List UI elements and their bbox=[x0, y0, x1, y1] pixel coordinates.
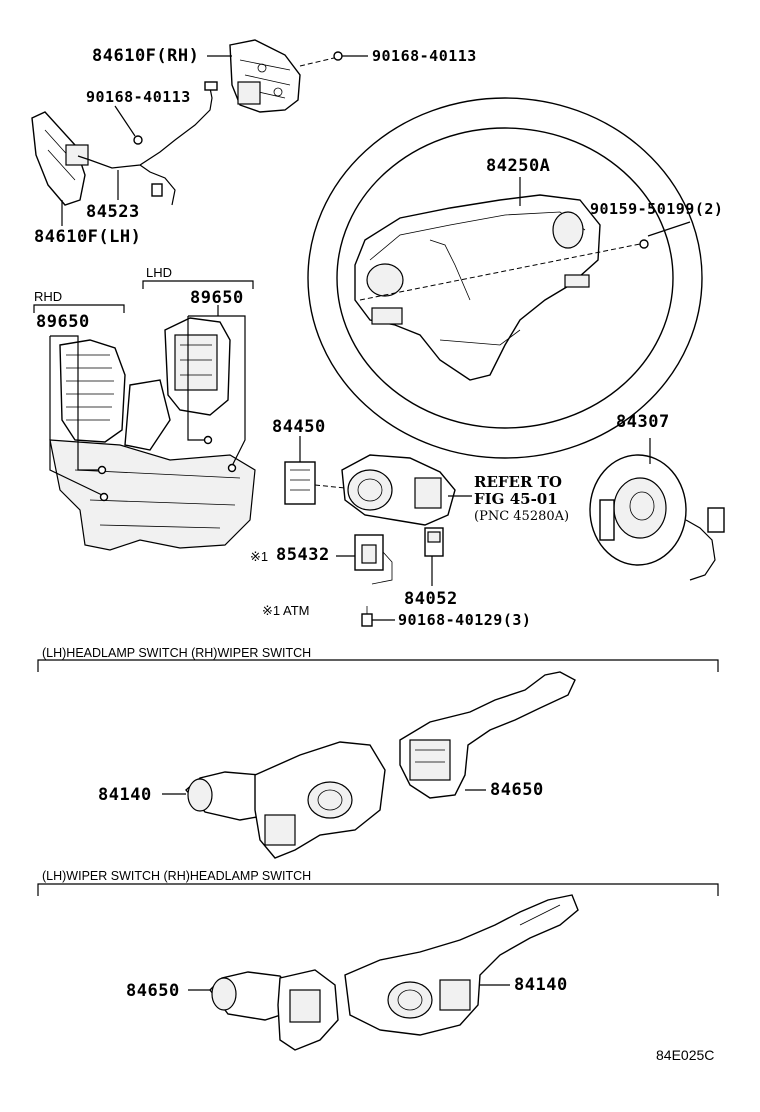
paddle-switch-rh-drawing bbox=[229, 39, 301, 113]
screw-icon bbox=[639, 239, 649, 249]
spiral-cable-drawing bbox=[589, 454, 725, 581]
part-number-84307: 84307 bbox=[616, 412, 670, 432]
refer-line-1: REFER TO bbox=[474, 473, 562, 491]
part-number-84610f-lh: 84610F(LH) bbox=[34, 227, 142, 247]
screw-icon bbox=[333, 51, 343, 61]
part-number-84450: 84450 bbox=[272, 417, 326, 437]
section-1-title: (LH)HEADLAMP SWITCH (RH)WIPER SWITCH bbox=[42, 646, 312, 660]
part-number-84523: 84523 bbox=[86, 202, 140, 222]
screw-icon bbox=[97, 435, 237, 502]
combination-switch-drawing bbox=[185, 671, 576, 859]
shift-lock-solenoid-drawing bbox=[354, 534, 393, 585]
section-2-title: (LH)WIPER SWITCH (RH)HEADLAMP SWITCH bbox=[42, 869, 312, 883]
lhd-label: LHD bbox=[146, 265, 173, 280]
part-number-84610f-rh: 84610F(RH) bbox=[92, 46, 200, 66]
part-number-90168-40113-top: 90168-40113 bbox=[372, 47, 477, 65]
part-number-90168-40129: 90168-40129(3) bbox=[398, 611, 532, 629]
part-number-89650-lhd: 89650 bbox=[190, 288, 244, 308]
refer-line-2: FIG 45-01 bbox=[474, 490, 558, 508]
part-number-84250a: 84250A bbox=[486, 156, 551, 176]
combination-switch-drawing bbox=[209, 894, 579, 1051]
part-number-84140-b: 84140 bbox=[514, 975, 568, 995]
paddle-switch-lh-drawing bbox=[31, 111, 89, 206]
figure-code: 84E025C bbox=[656, 1047, 715, 1063]
atm-note: ※1 ATM bbox=[262, 603, 310, 618]
part-number-90159-50199: 90159-50199(2) bbox=[590, 200, 724, 218]
airbag-module-drawing bbox=[49, 317, 256, 551]
key-cylinder-switch-drawing bbox=[424, 527, 444, 557]
part-number-85432: 85432 bbox=[276, 545, 330, 565]
part-number-90168-40113-left: 90168-40113 bbox=[86, 88, 191, 106]
screw-icon bbox=[133, 135, 143, 145]
part-number-89650-rhd: 89650 bbox=[36, 312, 90, 332]
part-number-84650-b: 84650 bbox=[126, 981, 180, 1001]
refer-line-3: (PNC 45280A) bbox=[474, 509, 570, 524]
part-number-84140-a: 84140 bbox=[98, 785, 152, 805]
screw-icon bbox=[361, 606, 373, 627]
part-number-84052: 84052 bbox=[404, 589, 458, 609]
rhd-label: RHD bbox=[34, 289, 63, 304]
atm-mark: ※1 bbox=[250, 549, 269, 564]
refer-note: REFER TO FIG 45-01 (PNC 45280A) bbox=[474, 474, 569, 525]
part-number-84650-a: 84650 bbox=[490, 780, 544, 800]
steering-wheel-drawing bbox=[307, 97, 703, 459]
ignition-switch-drawing bbox=[284, 454, 456, 526]
